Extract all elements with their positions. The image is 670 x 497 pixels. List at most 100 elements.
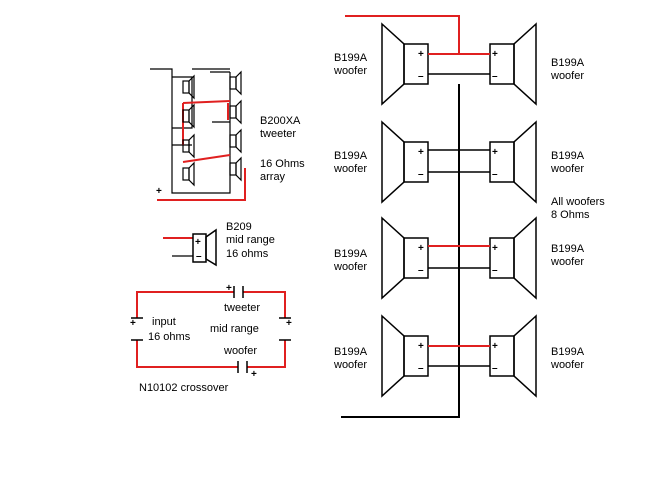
tweeter-right-1 [229,70,242,96]
plus-sign: + [492,341,498,352]
woofer-left-2: + – [381,120,429,204]
speaker-cone-icon [235,128,242,154]
tweeter-plus-sign: + [156,186,162,197]
crossover-wire-bottom-left [136,340,238,368]
plus-sign: + [286,318,292,329]
woofer-right-3-kind: woofer [550,256,584,268]
woofer-right-1-kind: woofer [550,70,584,82]
tweeter-positive-lead [157,168,246,201]
woofer-row-1: + – + – [381,22,537,106]
tweeter-red-wire [182,154,231,163]
woofer-right-2-model: B199A [551,150,585,162]
woofer-left-1: + – [381,22,429,106]
speaker-magnet [403,141,429,183]
speaker-cone-icon [188,161,195,187]
speaker-magnet [229,162,237,176]
speaker-magnet [182,167,190,181]
woofer-left-2-kind: woofer [333,163,367,175]
midrange-impedance: 16 ohms [226,248,269,260]
plus-sign: + [418,147,424,158]
woofer-right-2-kind: woofer [550,163,584,175]
woofer-right-4-model: B199A [551,346,585,358]
speaker-magnet [489,237,515,279]
woofer-left-2-model: B199A [334,150,368,162]
woofer-right-1: + – [489,22,537,106]
woofer-left-3-kind: woofer [333,261,367,273]
woofer-left-4-kind: woofer [333,359,367,371]
woofer-left-4: + – [381,314,429,398]
woofer-right-3-model: B199A [551,243,585,255]
crossover-tweeter-label: tweeter [224,302,260,314]
minus-sign: – [196,251,202,262]
minus-sign: – [492,71,498,82]
woofer-right-4-kind: woofer [550,359,584,371]
speaker-cone-icon [513,216,537,300]
woofer-left-1-model: B199A [334,52,368,64]
speaker-magnet [489,141,515,183]
crossover-wire-bottom-right [247,340,286,368]
minus-sign: – [418,265,424,276]
tweeter-kind: tweeter [260,128,296,140]
minus-sign: – [418,71,424,82]
woofer-right-3: + – [489,216,537,300]
speaker-cone-icon [235,156,242,182]
tweeter-spec-line2: array [260,171,286,183]
plus-sign: + [226,283,232,294]
plus-sign: + [492,147,498,158]
woofer-labels: B199A woofer B199A woofer B199A woofer B… [333,52,605,371]
tweeter-left-1 [182,74,195,100]
speaker-cone-icon [205,228,217,267]
speaker-cone-icon [188,133,195,159]
midrange-driver: + – B209 mid range 16 ohms [163,221,275,267]
speaker-cone-icon [235,70,242,96]
woofer-array: + – + – + – + – [333,15,605,418]
woofer-right-4: + – [489,314,537,398]
speaker-magnet [229,134,237,148]
midrange-kind: mid range [226,234,275,246]
speaker-cone-icon [381,216,405,300]
plus-sign: + [130,318,136,329]
minus-sign: – [418,169,424,180]
plus-sign: + [492,243,498,254]
speaker-cone-icon [513,22,537,106]
crossover-woofer-label: woofer [223,345,257,357]
speaker-magnet [229,76,237,90]
speaker-cone-icon [513,120,537,204]
speaker-magnet [403,237,429,279]
tweeter-right-3 [229,128,242,154]
woofer-left-3: + – [381,216,429,300]
speaker-cone-icon [381,120,405,204]
speaker-cone-icon [188,74,195,100]
speaker-magnet [182,80,190,94]
plus-sign: + [418,341,424,352]
woofer-note-line1: All woofers [551,196,605,208]
woofer-left-4-model: B199A [334,346,368,358]
woofer-positive-lead [345,15,460,54]
tweeter-left-4 [182,161,195,187]
tweeter-right-2 [229,99,242,125]
woofer-row-4: + – + – [381,314,537,398]
woofer-right-1-model: B199A [551,57,585,69]
minus-sign: – [492,169,498,180]
speaker-magnet [403,43,429,85]
woofer-left-3-model: B199A [334,248,368,260]
speaker-magnet [229,105,237,119]
crossover-input-label: input [152,316,176,328]
minus-sign: – [492,363,498,374]
speaker-cone-icon [381,22,405,106]
speaker-cone-icon [188,103,195,129]
tweeter-model: B200XA [260,115,301,127]
woofer-row-2: + – + – [381,120,537,204]
speaker-cone-icon [381,314,405,398]
speaker-magnet [403,335,429,377]
tweeter-right-4 [229,156,242,182]
tweeter-left-3 [182,133,195,159]
plus-sign: + [251,369,257,380]
tweeter-negative-lead [150,68,231,194]
tweeter-array: + B200XA tweeter 16 Ohms array [150,68,305,201]
crossover-wire-top-right [243,291,286,318]
plus-sign: + [195,237,201,248]
crossover-input-impedance: 16 ohms [148,331,191,343]
woofer-row-3: + – + – [381,216,537,300]
